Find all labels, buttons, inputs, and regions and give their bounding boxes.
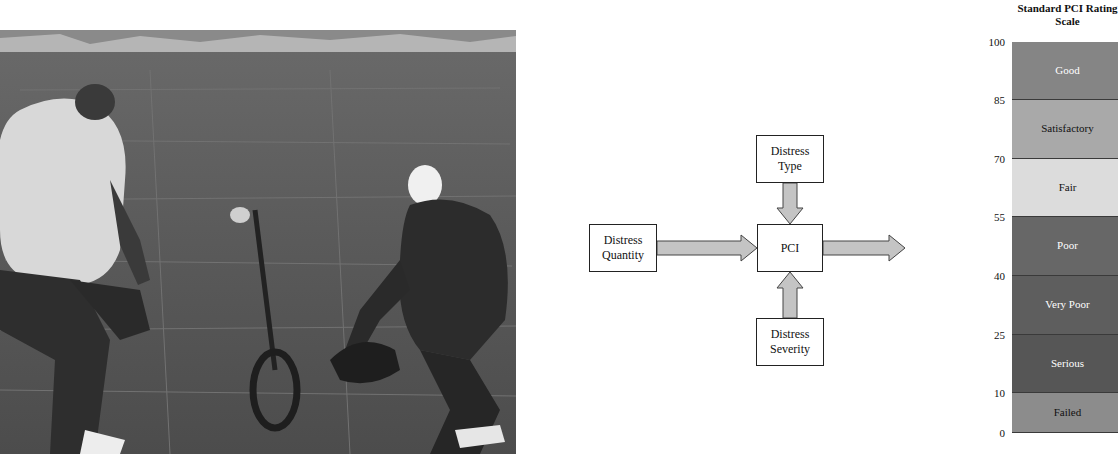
block-arrow	[777, 272, 803, 318]
block-arrow	[823, 235, 905, 261]
scale-value: 85	[975, 93, 1005, 107]
rating-band: Good	[1012, 42, 1118, 100]
scale-value: 0	[975, 426, 1005, 440]
pavement-photo	[0, 30, 516, 454]
box-label: Distress Quantity	[595, 233, 651, 263]
band-label: Poor	[1057, 239, 1078, 252]
rating-band: Very Poor	[1012, 276, 1118, 335]
inspector-left	[0, 84, 150, 454]
block-arrow	[657, 235, 757, 261]
band-label: Satisfactory	[1041, 122, 1094, 135]
rating-band: Fair	[1012, 159, 1118, 217]
rating-band: Poor	[1012, 217, 1118, 276]
measuring-wheel	[230, 207, 297, 428]
band-label: Fair	[1059, 181, 1077, 194]
process-box: Distress Quantity	[589, 224, 657, 272]
band-label: Good	[1055, 64, 1079, 77]
scale-value: 100	[975, 35, 1005, 49]
pavement-texture	[0, 70, 516, 454]
block-arrow	[777, 183, 803, 224]
box-label: Distress Severity	[762, 327, 818, 357]
background-objects	[0, 34, 516, 52]
pavement	[0, 30, 516, 454]
scale-value: 25	[975, 328, 1005, 342]
box-label: Distress Type	[762, 144, 818, 174]
box-label: PCI	[781, 241, 800, 256]
band-label: Serious	[1051, 357, 1084, 370]
process-box: Distress Severity	[756, 318, 824, 366]
scale-value: 70	[975, 152, 1005, 166]
rating-band: Serious	[1012, 335, 1118, 393]
rating-scale: Standard PCI Rating ScaleGoodSatisfactor…	[905, 0, 1118, 440]
band-label: Very Poor	[1045, 298, 1089, 311]
process-box: Distress Type	[756, 135, 824, 183]
background-strip	[0, 30, 516, 52]
scale-value: 55	[975, 210, 1005, 224]
band-label: Failed	[1054, 406, 1082, 419]
scale-value: 10	[975, 386, 1005, 400]
inspector-right	[330, 165, 508, 454]
process-box: PCI	[757, 224, 823, 272]
rating-band: Satisfactory	[1012, 100, 1118, 159]
scale-title: Standard PCI Rating Scale	[1012, 2, 1118, 38]
scale-value: 40	[975, 269, 1005, 283]
rating-band: Failed	[1012, 393, 1118, 433]
